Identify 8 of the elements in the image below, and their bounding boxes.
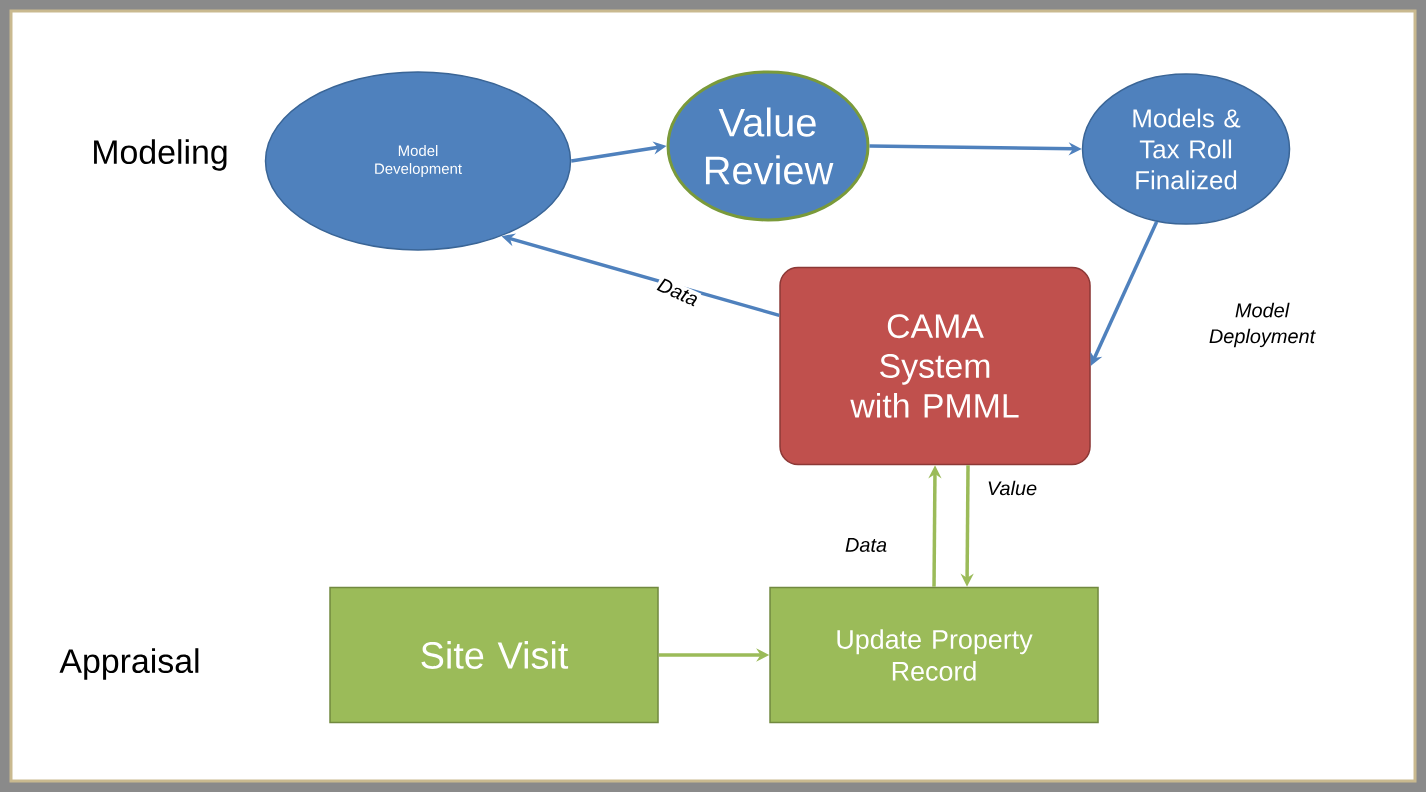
process-box: Update Property Record <box>769 586 1099 724</box>
process-box: Site Visit <box>329 586 659 724</box>
edge-label: Data <box>654 275 702 309</box>
edge-label: Data <box>844 537 889 553</box>
edge-label: Model Deployment <box>1201 301 1324 349</box>
lane-label: Modeling <box>94 139 227 171</box>
lane-label: Appraisal <box>59 648 199 680</box>
system-box: CAMA System with PMML <box>779 266 1091 466</box>
